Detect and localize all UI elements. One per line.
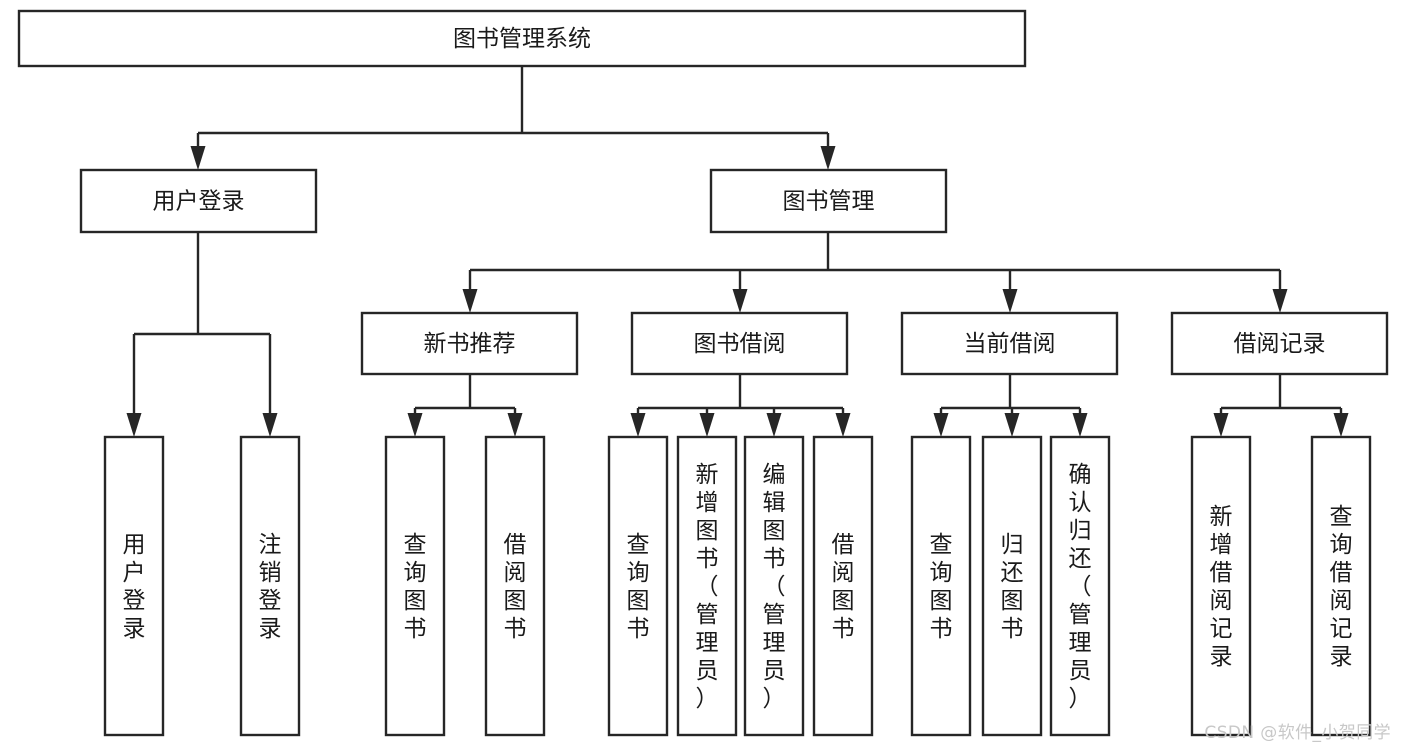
node-leaf-add-borrow-record[interactable]: 新增借阅记录: [1190, 435, 1252, 737]
node-new-book-recommend[interactable]: 新书推荐: [360, 311, 579, 376]
node-box-leaf-logout-login[interactable]: [239, 435, 301, 737]
node-label-leaf-query-book-1: 查询图书: [404, 532, 427, 642]
node-label-leaf-confirm-return-admin: 确认归还（管理员）: [1069, 462, 1092, 712]
node-leaf-query-book-1[interactable]: 查询图书: [384, 435, 446, 737]
node-leaf-borrow-book-2[interactable]: 借阅图书: [812, 435, 874, 737]
node-label-leaf-add-book-admin: 新增图书（管理员）: [696, 462, 719, 712]
node-label-user-login: 用户登录: [153, 189, 245, 215]
connector-user-login: [126, 232, 278, 437]
node-book-management[interactable]: 图书管理: [709, 168, 948, 234]
node-current-borrow[interactable]: 当前借阅: [900, 311, 1119, 376]
node-leaf-query-borrow-record[interactable]: 查询借阅记录: [1310, 435, 1372, 737]
node-leaf-logout-login[interactable]: 注销登录: [239, 435, 301, 737]
connector-new-book-recommend: [407, 374, 523, 437]
node-leaf-query-book-3[interactable]: 查询图书: [910, 435, 972, 737]
node-label-current-borrow: 当前借阅: [964, 331, 1056, 357]
connector-layer: [126, 66, 1349, 437]
node-label-book-management: 图书管理: [783, 189, 875, 215]
connector-borrow-record: [1213, 374, 1349, 437]
node-label-leaf-query-book-2: 查询图书: [627, 532, 650, 642]
node-label-book-borrow: 图书借阅: [694, 331, 786, 357]
node-label-leaf-query-book-3: 查询图书: [930, 532, 953, 642]
node-root[interactable]: 图书管理系统: [17, 9, 1027, 68]
node-leaf-query-book-2[interactable]: 查询图书: [607, 435, 669, 737]
node-label-leaf-borrow-book-1: 借阅图书: [504, 532, 527, 642]
node-label-borrow-record: 借阅记录: [1234, 331, 1326, 357]
node-label-leaf-borrow-book-2: 借阅图书: [832, 532, 855, 642]
node-box-root[interactable]: [17, 9, 1027, 68]
node-label-leaf-add-borrow-record: 新增借阅记录: [1210, 504, 1233, 670]
connector-root: [190, 66, 836, 170]
node-box-leaf-query-book-2[interactable]: [607, 435, 669, 737]
node-box-book-borrow[interactable]: [630, 311, 849, 376]
node-label-new-book-recommend: 新书推荐: [424, 331, 516, 357]
node-box-leaf-query-book-3[interactable]: [910, 435, 972, 737]
node-box-leaf-borrow-book-2[interactable]: [812, 435, 874, 737]
csdn-watermark: CSDN @软件_小贺同学: [1204, 723, 1391, 743]
node-box-leaf-return-book[interactable]: [981, 435, 1043, 737]
node-box-new-book-recommend[interactable]: [360, 311, 579, 376]
node-label-leaf-query-borrow-record: 查询借阅记录: [1330, 504, 1353, 670]
node-leaf-return-book[interactable]: 归还图书: [981, 435, 1043, 737]
node-label-leaf-user-login: 用户登录: [123, 532, 146, 642]
connector-book-management: [462, 232, 1288, 313]
node-box-leaf-edit-book-admin[interactable]: [743, 435, 805, 737]
node-box-leaf-user-login[interactable]: [103, 435, 165, 737]
node-label-root: 图书管理系统: [453, 26, 591, 52]
node-layer: 图书管理系统用户登录图书管理新书推荐图书借阅当前借阅借阅记录用户登录注销登录查询…: [17, 9, 1389, 737]
node-box-leaf-add-borrow-record[interactable]: [1190, 435, 1252, 737]
node-box-user-login[interactable]: [79, 168, 318, 234]
node-leaf-borrow-book-1[interactable]: 借阅图书: [484, 435, 546, 737]
node-box-book-management[interactable]: [709, 168, 948, 234]
node-box-current-borrow[interactable]: [900, 311, 1119, 376]
node-book-borrow[interactable]: 图书借阅: [630, 311, 849, 376]
node-box-leaf-query-borrow-record[interactable]: [1310, 435, 1372, 737]
node-box-leaf-confirm-return-admin[interactable]: [1049, 435, 1111, 737]
connector-current-borrow: [933, 374, 1088, 437]
node-leaf-add-book-admin[interactable]: 新增图书（管理员）: [676, 435, 738, 737]
node-label-leaf-return-book: 归还图书: [1001, 532, 1024, 642]
node-label-leaf-logout-login: 注销登录: [259, 532, 282, 642]
node-box-leaf-add-book-admin[interactable]: [676, 435, 738, 737]
node-leaf-confirm-return-admin[interactable]: 确认归还（管理员）: [1049, 435, 1111, 737]
node-leaf-user-login[interactable]: 用户登录: [103, 435, 165, 737]
node-label-leaf-edit-book-admin: 编辑图书（管理员）: [763, 462, 786, 712]
node-box-leaf-borrow-book-1[interactable]: [484, 435, 546, 737]
node-user-login[interactable]: 用户登录: [79, 168, 318, 234]
node-leaf-edit-book-admin[interactable]: 编辑图书（管理员）: [743, 435, 805, 737]
node-box-borrow-record[interactable]: [1170, 311, 1389, 376]
node-box-leaf-query-book-1[interactable]: [384, 435, 446, 737]
connector-book-borrow: [630, 374, 851, 437]
node-borrow-record[interactable]: 借阅记录: [1170, 311, 1389, 376]
